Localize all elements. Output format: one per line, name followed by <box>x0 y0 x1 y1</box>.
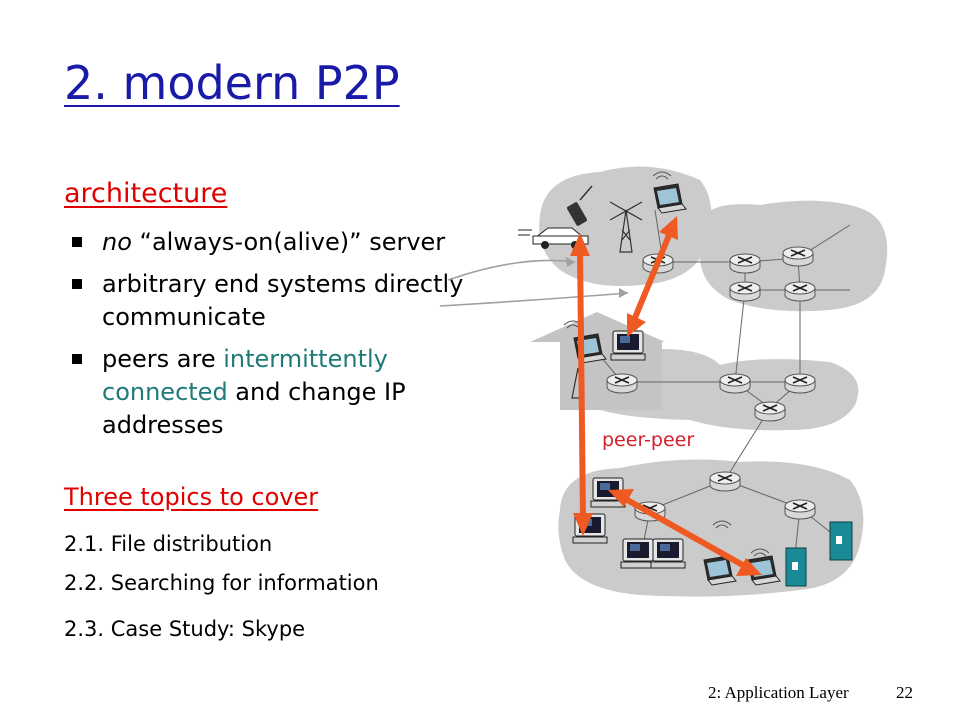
arrowhead <box>566 257 575 267</box>
server-tower-icon <box>829 521 853 561</box>
desktop-computer-icon <box>620 538 656 569</box>
footer-chapter: 2: Application Layer <box>708 683 849 702</box>
desktop-computer-icon <box>650 538 686 569</box>
peer-peer-arrows <box>577 225 751 571</box>
bullet-text-part: no <box>102 228 132 256</box>
router-icon <box>754 401 786 422</box>
square-bullet-icon <box>72 237 82 247</box>
router-icon <box>709 471 741 492</box>
bullet-list: no “always-on(alive)” server arbitrary e… <box>64 226 514 451</box>
router-icon <box>719 373 751 394</box>
square-bullet-icon <box>72 354 82 364</box>
router-icon <box>784 281 816 302</box>
page-number: 22 <box>896 683 913 702</box>
router-icon <box>784 373 816 394</box>
cell-phone-icon <box>567 185 593 226</box>
topic-item: 2.3. Case Study: Skype <box>64 617 306 641</box>
peer-peer-arrowheads <box>570 216 762 576</box>
bullet-item: peers are intermittently connected and c… <box>64 343 514 442</box>
router-icon <box>782 246 814 267</box>
router-icon <box>729 253 761 274</box>
bullet-pointer-arrows <box>439 259 629 307</box>
square-bullet-icon <box>72 279 82 289</box>
bullet-text-part: and change IP addresses <box>102 378 406 439</box>
server-tower-icon <box>785 547 807 587</box>
up-arrow-shape <box>530 312 665 410</box>
arrowhead <box>619 288 628 298</box>
bullet-item: arbitrary end systems directly communica… <box>64 268 514 334</box>
topic-item: 2.1. File distribution <box>64 532 273 556</box>
peer-peer-label: peer-peer <box>602 429 695 451</box>
bullet-text-part: intermittently connected <box>102 345 388 406</box>
router-icon <box>606 373 638 394</box>
car-icon <box>518 227 589 249</box>
router-icon <box>729 281 761 302</box>
bullet-text-part: “always-on(alive)” server <box>131 228 446 256</box>
architecture-heading: architecture <box>64 178 228 209</box>
bullet-item: no “always-on(alive)” server <box>64 226 514 259</box>
topics-heading: Three topics to cover <box>64 483 319 511</box>
slide-title: 2. modern P2P <box>64 56 400 110</box>
router-icon <box>784 499 816 520</box>
bullet-text-part: peers are <box>102 345 224 373</box>
bullet-text-part: arbitrary end systems directly communica… <box>102 270 464 331</box>
network-cloud <box>539 166 712 286</box>
antenna-tower-icon <box>609 201 643 253</box>
topic-item: 2.2. Searching for information <box>64 571 379 595</box>
